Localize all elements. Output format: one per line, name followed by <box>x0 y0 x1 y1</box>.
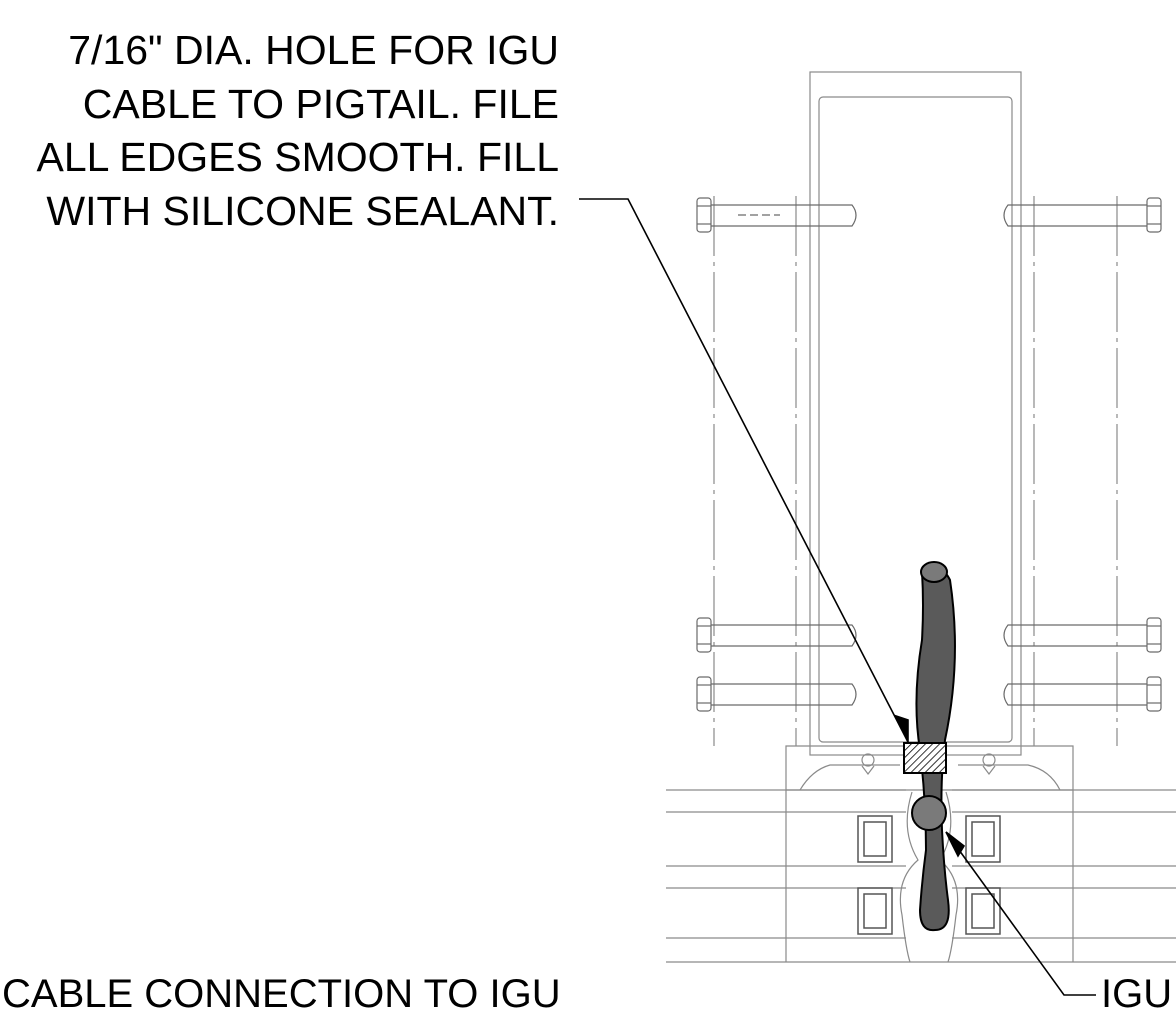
clip-plates <box>713 196 1118 746</box>
right-bolts <box>1003 197 1162 712</box>
hole-note-leader <box>579 198 909 743</box>
hole-note: 7/16" DIA. HOLE FOR IGU CABLE TO PIGTAIL… <box>36 30 559 244</box>
mullion-tube <box>809 71 1022 756</box>
hole-note-line: WITH SILICONE SEALANT. <box>46 187 559 234</box>
igu-label: IGU <box>1101 972 1173 1016</box>
gasket <box>899 791 959 963</box>
left-bolts <box>696 197 857 712</box>
detail-title: CABLE CONNECTION TO IGU <box>2 972 561 1016</box>
hole-note-line: 7/16" DIA. HOLE FOR IGU <box>68 27 559 73</box>
hole-note-line: CABLE TO PIGTAIL. FILE <box>82 80 559 127</box>
igu-leader <box>945 831 1096 996</box>
spacers <box>857 815 1001 935</box>
sealed-hole <box>903 742 947 774</box>
hole-note-line: ALL EDGES SMOOTH. FILL <box>36 134 559 180</box>
